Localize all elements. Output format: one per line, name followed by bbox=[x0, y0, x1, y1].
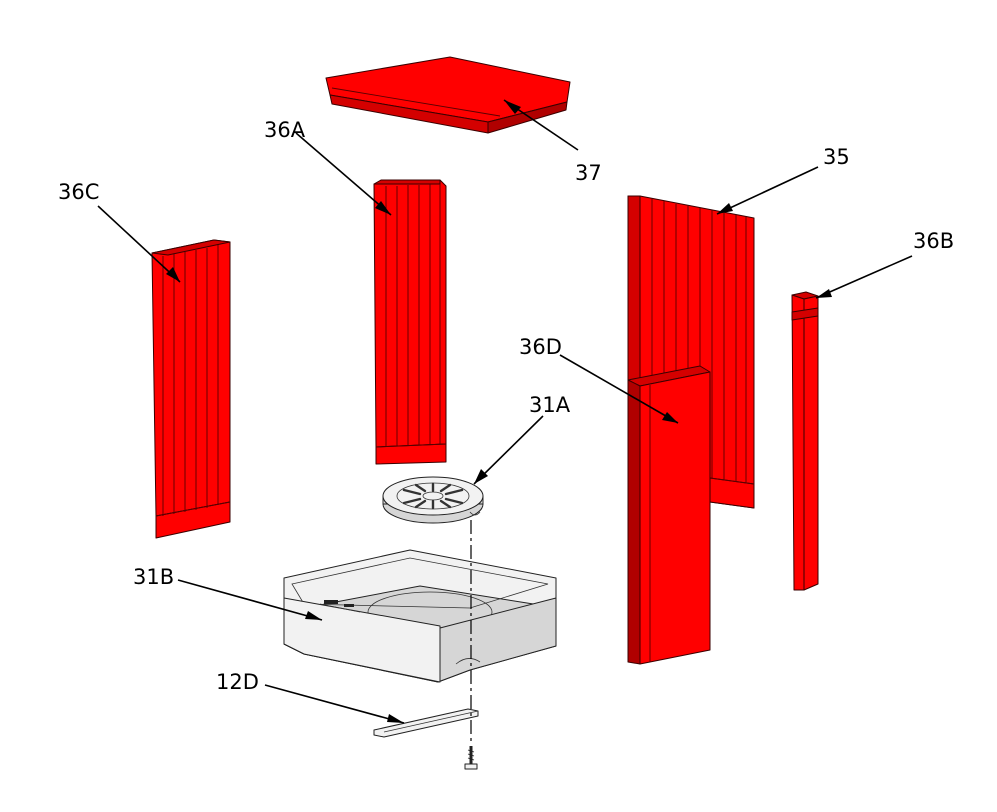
label-31B: 31B bbox=[133, 565, 174, 589]
part-12D-bar bbox=[373, 708, 479, 738]
leader-31B bbox=[177, 579, 323, 621]
leader-12D bbox=[264, 684, 405, 724]
screw bbox=[464, 746, 478, 770]
leader-35 bbox=[716, 166, 819, 215]
label-37: 37 bbox=[575, 161, 602, 185]
part-36B-side-brick bbox=[791, 291, 819, 591]
leader-arrowheads bbox=[166, 100, 832, 723]
part-37-top-plate bbox=[325, 56, 571, 134]
leader-36A bbox=[295, 132, 392, 216]
label-36C: 36C bbox=[58, 180, 99, 204]
part-31B-ash-pan bbox=[283, 549, 557, 683]
label-36B: 36B bbox=[913, 229, 954, 253]
leader-lines bbox=[97, 99, 913, 724]
label-36D: 36D bbox=[519, 335, 562, 359]
leader-31A bbox=[473, 415, 544, 485]
part-35-back-brick bbox=[627, 195, 755, 509]
label-12D: 12D bbox=[216, 670, 259, 694]
leader-36B bbox=[815, 255, 913, 299]
leader-36C bbox=[97, 205, 181, 283]
label-35: 35 bbox=[823, 145, 850, 169]
part-36A-side-brick bbox=[373, 179, 447, 465]
part-31A-grate bbox=[382, 476, 484, 524]
part-36D-front-brick bbox=[627, 365, 711, 665]
label-31A: 31A bbox=[529, 393, 571, 417]
part-36C-side-brick bbox=[151, 239, 231, 539]
label-36A: 36A bbox=[264, 118, 306, 142]
leader-36D bbox=[559, 354, 679, 424]
